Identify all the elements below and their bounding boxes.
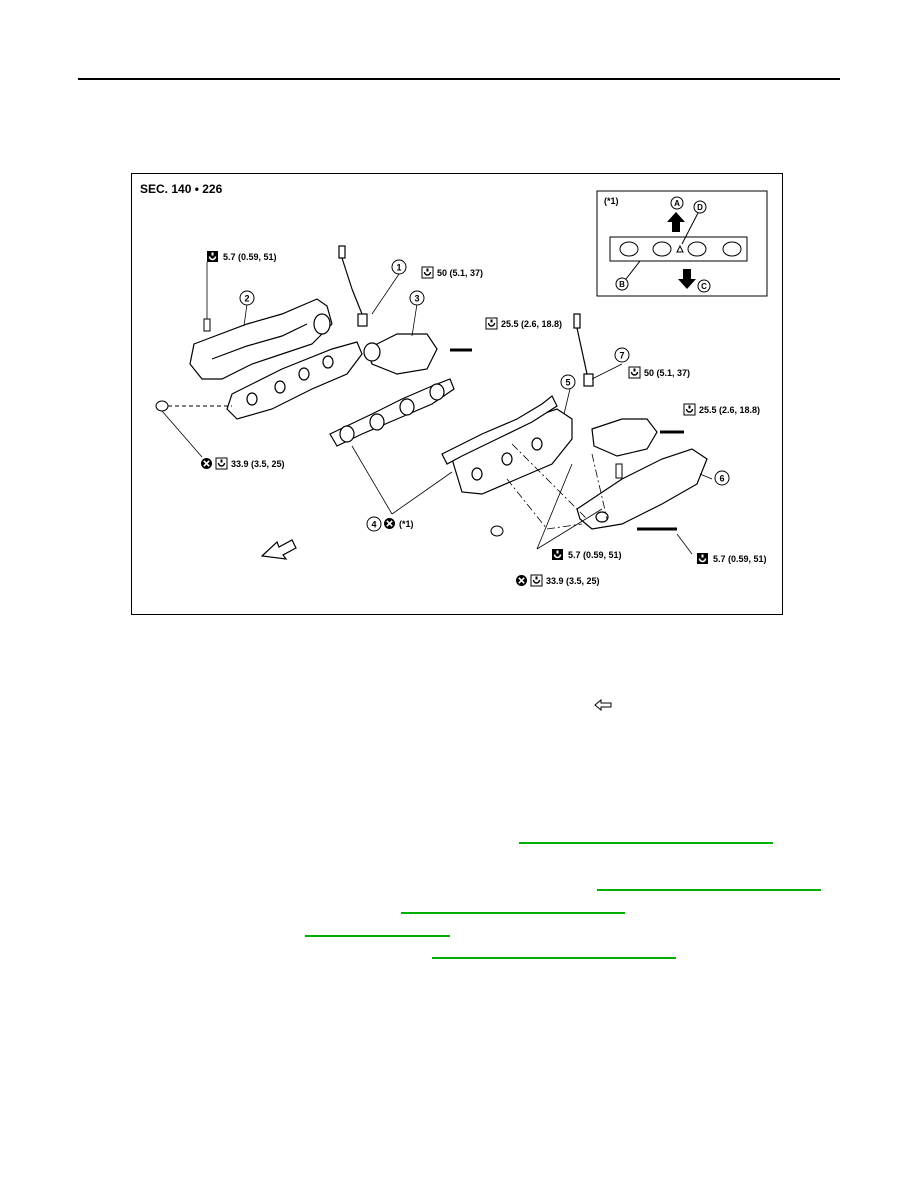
- callout-2: 2: [239, 290, 255, 306]
- torque-label-right-sensor: 50 (5.1, 37): [628, 366, 690, 379]
- exploded-view-drawing: (*1) A D B C: [155, 190, 768, 587]
- do-not-reuse-icon: [515, 574, 528, 587]
- down-arrow-icon: [678, 269, 696, 289]
- torque-wrench-icon: [206, 250, 219, 263]
- left-insulator-bolt: [203, 318, 211, 332]
- up-arrow-icon: [667, 212, 685, 232]
- callout-5: 5: [560, 374, 576, 390]
- reference-link-4[interactable]: [305, 935, 450, 937]
- callout-6: 6: [714, 470, 730, 486]
- torque-wrench-icon: [551, 548, 564, 561]
- right-nut: [490, 525, 504, 537]
- svg-text:5.7 (0.59, 51): 5.7 (0.59, 51): [713, 554, 767, 564]
- left-catalyst: [363, 333, 438, 375]
- torque-wrench-icon: [421, 266, 434, 279]
- torque-wrench-icon: [485, 317, 498, 330]
- callout-1: 1: [391, 259, 407, 275]
- do-not-reuse-icon: [200, 457, 213, 470]
- leader-lines: [161, 262, 713, 555]
- left-air-fuel-sensor: [338, 245, 368, 327]
- torque-wrench-icon: [696, 552, 709, 565]
- right-gasket: [441, 395, 558, 465]
- do-not-reuse-icon: [383, 517, 396, 530]
- torque-wrench-icon: [215, 457, 228, 470]
- guide-lines: [506, 443, 608, 530]
- svg-text:50 (5.1, 37): 50 (5.1, 37): [437, 268, 483, 278]
- svg-text:5.7 (0.59, 51): 5.7 (0.59, 51): [223, 252, 277, 262]
- torque-label-right-side-bolt: 5.7 (0.59, 51): [696, 552, 767, 565]
- torque-label-left-sensor: 50 (5.1, 37): [421, 266, 483, 279]
- left-heat-insulator: [189, 298, 333, 380]
- hollow-left-arrow-icon: [594, 699, 612, 711]
- torque-label-right-lower-bolt: 5.7 (0.59, 51): [551, 548, 622, 561]
- svg-text:25.5 (2.6, 18.8): 25.5 (2.6, 18.8): [501, 319, 562, 329]
- svg-text:7: 7: [619, 351, 624, 361]
- torque-label-left-bolt: 5.7 (0.59, 51): [206, 250, 277, 263]
- callout-3: 3: [409, 290, 425, 306]
- svg-text:1: 1: [396, 263, 401, 273]
- svg-text:33.9 (3.5, 25): 33.9 (3.5, 25): [546, 576, 600, 586]
- torque-label-left-nut: 33.9 (3.5, 25): [200, 457, 285, 470]
- inset-label-a: A: [674, 199, 680, 208]
- right-catalyst: [591, 418, 658, 457]
- svg-text:(*1): (*1): [399, 519, 414, 529]
- gasket-orientation-inset: (*1) A D B C: [596, 190, 768, 297]
- right-air-fuel-sensor: [573, 313, 594, 387]
- right-heat-insulator: [576, 448, 708, 530]
- left-exhaust-manifold: [226, 341, 363, 420]
- svg-text:5: 5: [565, 378, 570, 388]
- right-lower-bolt: [615, 463, 623, 479]
- svg-text:4: 4: [371, 520, 376, 530]
- callout-7: 7: [614, 347, 630, 363]
- callout-4: 4: [366, 516, 382, 532]
- svg-text:33.9 (3.5, 25): 33.9 (3.5, 25): [231, 459, 285, 469]
- torque-wrench-icon: [530, 574, 543, 587]
- left-gasket: [329, 378, 455, 447]
- svg-text:50 (5.1, 37): 50 (5.1, 37): [644, 368, 690, 378]
- svg-text:2: 2: [244, 294, 249, 304]
- torque-wrench-icon: [683, 403, 696, 416]
- svg-text:6: 6: [719, 474, 724, 484]
- exhaust-manifold-figure: SEC. 140 • 226 (*1): [131, 173, 783, 615]
- reference-link-2[interactable]: [597, 889, 821, 891]
- svg-text:5.7 (0.59, 51): 5.7 (0.59, 51): [568, 550, 622, 560]
- svg-text:3: 3: [414, 294, 419, 304]
- header-rule: [78, 78, 840, 80]
- inset-label-d: D: [697, 203, 703, 212]
- section-label: SEC. 140 • 226: [140, 182, 223, 196]
- front-arrow-icon: [260, 539, 297, 560]
- right-exhaust-manifold: [451, 408, 573, 495]
- inset-label-c: C: [701, 282, 707, 291]
- gasket-note-label: (*1): [383, 517, 414, 530]
- torque-label-right-stud: 25.5 (2.6, 18.8): [683, 403, 760, 416]
- torque-wrench-icon: [628, 366, 641, 379]
- inset-label-b: B: [619, 280, 625, 289]
- torque-label-left-stud: 25.5 (2.6, 18.8): [485, 317, 562, 330]
- svg-text:25.5 (2.6, 18.8): 25.5 (2.6, 18.8): [699, 405, 760, 415]
- inset-note: (*1): [604, 196, 619, 206]
- reference-link-3[interactable]: [401, 912, 625, 914]
- reference-link-5[interactable]: [432, 957, 676, 959]
- reference-link-1[interactable]: [519, 842, 773, 844]
- torque-label-right-nut: 33.9 (3.5, 25): [515, 574, 600, 587]
- left-nut: [155, 400, 169, 412]
